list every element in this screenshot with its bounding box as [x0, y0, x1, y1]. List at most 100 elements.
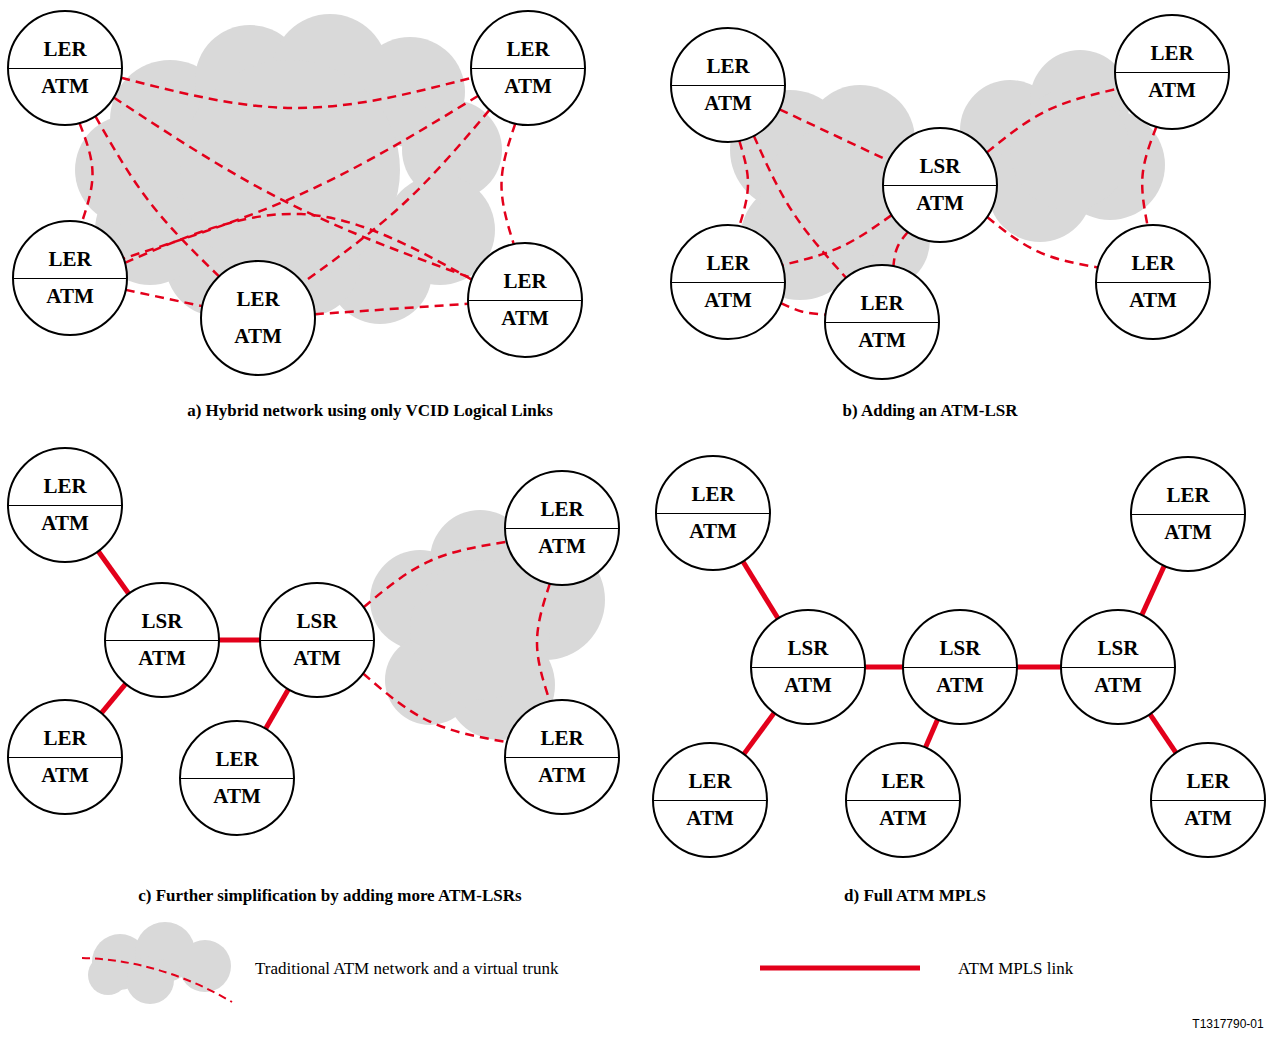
node-label: LER [506, 39, 549, 60]
legend-text: ATM MPLS link [958, 960, 1073, 979]
circle-divider [847, 800, 959, 801]
router-circle: LER ATM [1114, 14, 1230, 130]
mpls-link [1142, 566, 1165, 615]
router-circle: LSRATM [902, 609, 1018, 725]
virtual-trunk [987, 89, 1118, 153]
mpls-link [1150, 714, 1176, 753]
circle-divider [1062, 667, 1174, 668]
node-label: ATM [916, 193, 963, 214]
router-circle: LER ATM [179, 720, 295, 836]
circle-divider [1132, 514, 1244, 515]
mpls-link [743, 562, 778, 619]
circle-divider [506, 757, 618, 758]
circle-divider [654, 800, 766, 801]
router-circle: LSRATM [259, 582, 375, 698]
router-circle: LER ATM [670, 27, 786, 143]
panel-caption: a) Hybrid network using only VCID Logica… [187, 402, 553, 421]
mpls-link [865, 665, 903, 670]
node-label: LER [1150, 43, 1193, 64]
circle-divider [9, 68, 121, 69]
panel-caption: d) Full ATM MPLS [844, 887, 986, 906]
mpls-link [98, 551, 128, 593]
router-circle: LSR ATM [882, 127, 998, 243]
circle-divider [752, 667, 864, 668]
node-label: LER [860, 293, 903, 314]
node-label: ATM [784, 675, 831, 696]
router-circle: LER ATM [504, 470, 620, 586]
router-circle: LER ATM [504, 699, 620, 815]
circle-divider [884, 185, 996, 186]
virtual-trunk [124, 96, 479, 259]
node-label: ATM [138, 648, 185, 669]
node-label: ATM [1148, 80, 1195, 101]
router-circle: LSR ATM [1060, 609, 1176, 725]
node-label: ATM [936, 675, 983, 696]
node-label: LER [43, 476, 86, 497]
node-label: LER [540, 499, 583, 520]
node-label: ATM [501, 308, 548, 329]
virtual-trunk [987, 217, 1098, 267]
virtual-trunk [780, 109, 889, 160]
virtual-trunk [80, 123, 93, 222]
node-label: LER [215, 749, 258, 770]
node-label: ATM [46, 286, 93, 307]
figure-code: T1317790-01 [1192, 1018, 1263, 1031]
router-circle: LER ATM [7, 699, 123, 815]
virtual-trunk [781, 303, 826, 315]
circle-divider [672, 282, 784, 283]
panel-caption: b) Adding an ATM-LSR [843, 402, 1018, 421]
node-label: ATM [686, 808, 733, 829]
router-circle: LSR ATM [750, 609, 866, 725]
node-label: ATM [1094, 675, 1141, 696]
router-circle: LSR ATM [104, 582, 220, 698]
node-label: LER [1186, 771, 1229, 792]
node-label: ATM [538, 536, 585, 557]
node-label: LER [540, 728, 583, 749]
circle-divider [106, 640, 218, 641]
router-circle: LERATM [1130, 456, 1246, 572]
router-circle: LER ATM [7, 447, 123, 563]
node-label: ATM [704, 93, 751, 114]
virtual-trunk [364, 542, 507, 607]
virtual-trunk [537, 584, 550, 702]
router-circle: LERATM [652, 742, 768, 858]
node-label: LER [236, 289, 279, 310]
virtual-trunk [303, 110, 490, 283]
mpls-link [266, 689, 289, 728]
virtual-trunk [739, 141, 748, 226]
node-label: ATM [538, 765, 585, 786]
node-label: ATM [504, 76, 551, 97]
node-label: ATM [41, 765, 88, 786]
circle-divider [672, 85, 784, 86]
node-label: LER [706, 56, 749, 77]
circle-divider [904, 667, 1016, 668]
node-label: LSR [297, 611, 338, 632]
router-circle: LER ATM [470, 10, 586, 126]
node-label: LER [43, 728, 86, 749]
panel-caption: c) Further simplification by adding more… [138, 887, 521, 906]
virtual-trunk [121, 78, 472, 108]
node-label: LSR [1098, 638, 1139, 659]
node-label: ATM [1129, 290, 1176, 311]
node-label: ATM [1184, 808, 1231, 829]
node-label: LER [691, 484, 734, 505]
node-label: LER [881, 771, 924, 792]
node-label: LSR [788, 638, 829, 659]
router-circle: LERATM [670, 224, 786, 340]
circle-divider [657, 513, 769, 514]
node-label: ATM [213, 786, 260, 807]
circle-divider [469, 300, 581, 301]
virtual-trunk [501, 124, 515, 245]
router-circle: LERATM [12, 220, 128, 336]
node-label: ATM [41, 513, 88, 534]
node-label: LER [503, 271, 546, 292]
node-label: LSR [142, 611, 183, 632]
virtual-trunk [315, 304, 468, 314]
router-circle: LERATM [7, 10, 123, 126]
virtual-trunk [363, 673, 507, 742]
node-label: LSR [920, 156, 961, 177]
router-circle: LERATM [655, 455, 771, 571]
circle-divider [1097, 282, 1209, 283]
router-circle: LER ATM [467, 242, 583, 358]
router-circle: LERATM [845, 742, 961, 858]
